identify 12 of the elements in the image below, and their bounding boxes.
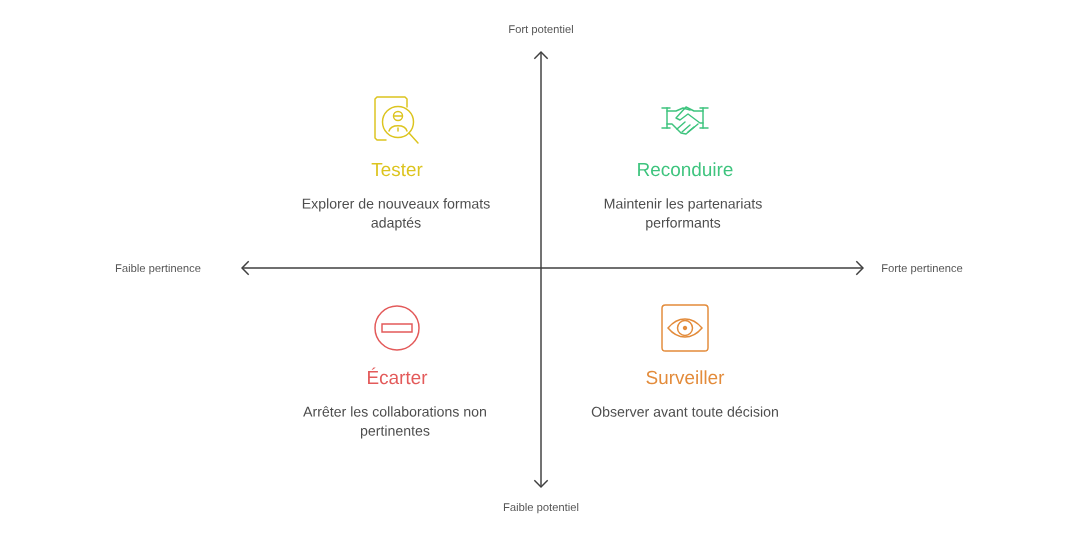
- axis-label: Forte pertinence: [882, 263, 963, 275]
- quadrant-description: Explorer de nouveaux formats adaptés: [302, 198, 490, 231]
- quadrant-title: Surveiller: [646, 370, 725, 385]
- axis-label: Faible pertinence: [115, 263, 201, 275]
- quadrant-title: Tester: [371, 163, 423, 177]
- quadrant-title: Écarter: [368, 367, 428, 385]
- axis-label: Faible potentiel: [503, 502, 579, 514]
- quadrant-title: Reconduire: [638, 162, 733, 177]
- quadrant-description: Arrêter les collaborations non pertinentes: [303, 406, 486, 439]
- quadrant-description: Maintenir les partenariats performants: [604, 198, 762, 231]
- quadrant-description: Observer avant toute décision: [591, 406, 778, 417]
- axis-label: Fort potentiel: [509, 24, 573, 36]
